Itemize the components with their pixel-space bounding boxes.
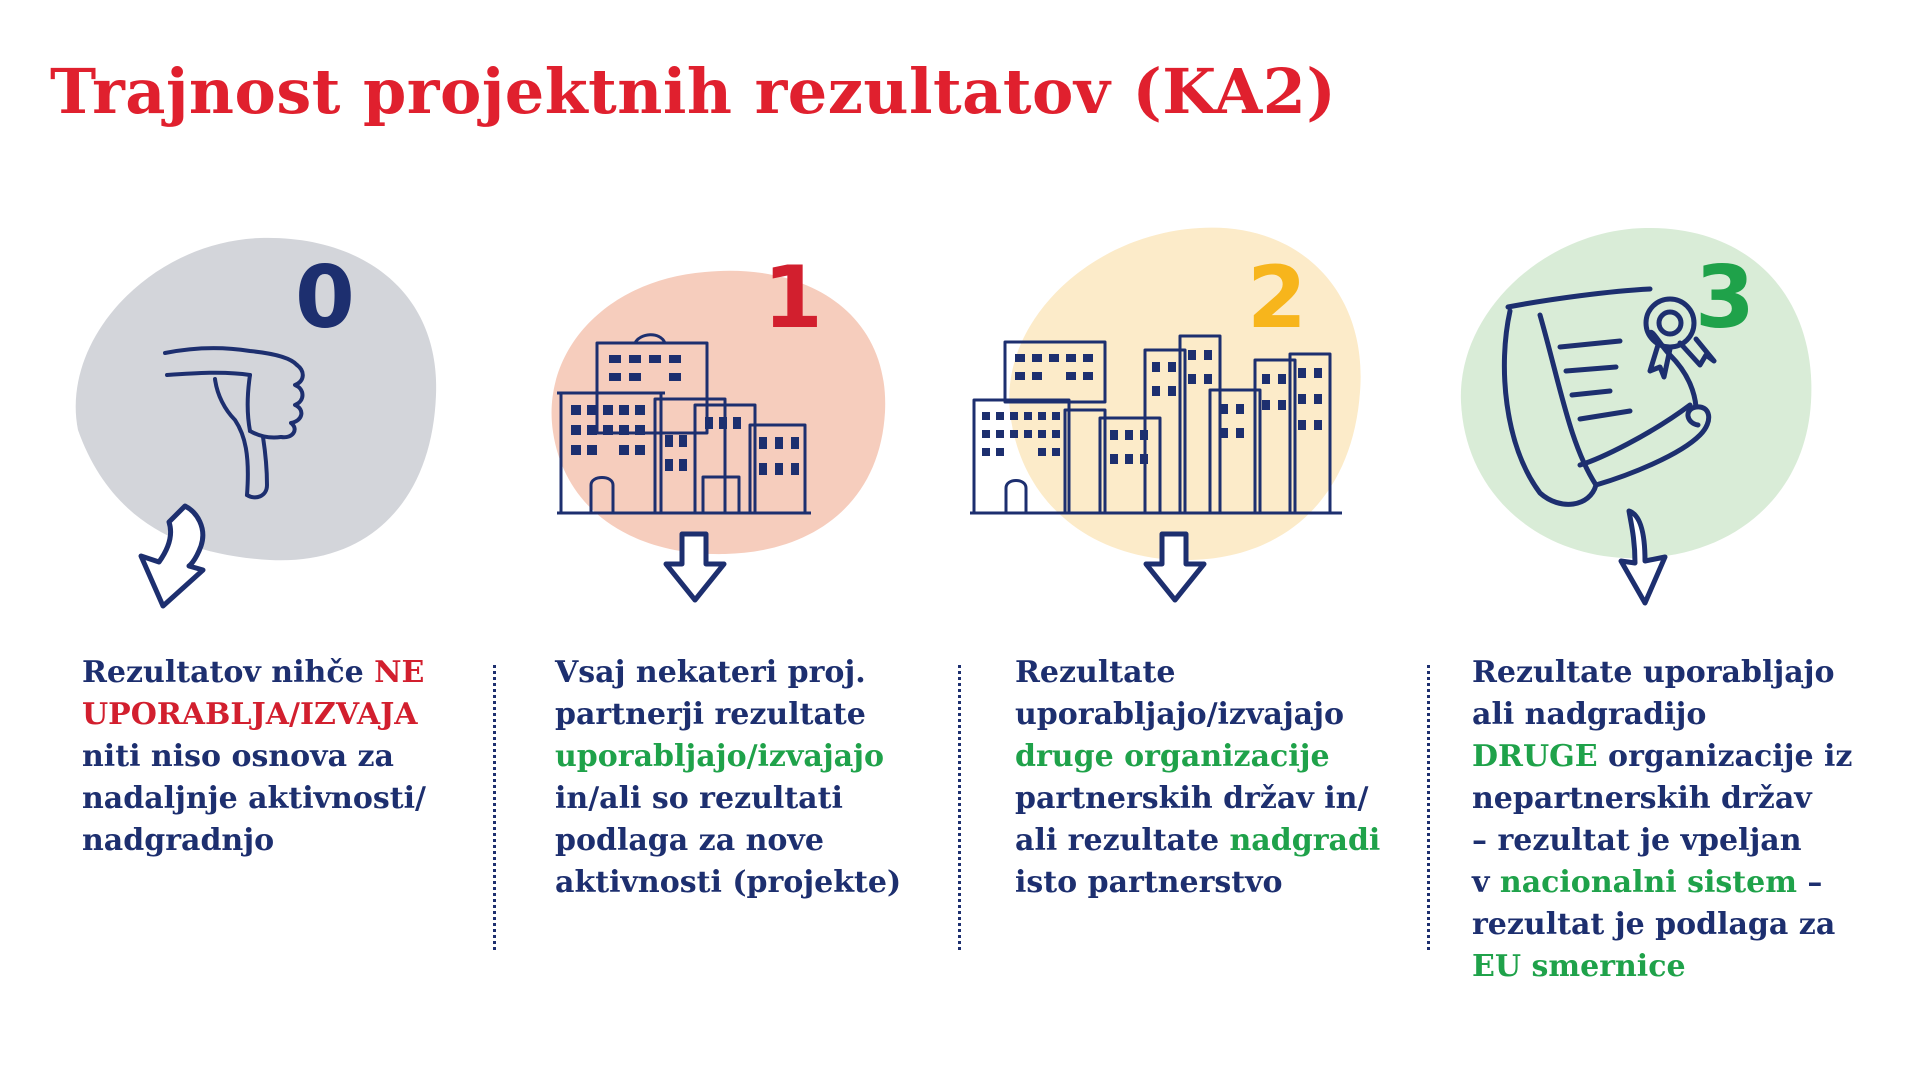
highlight-druge-organizacije: druge organizacije bbox=[1015, 739, 1330, 774]
buildings-icon bbox=[557, 333, 811, 515]
text-segment: nadaljnje aktivnosti/ bbox=[82, 781, 426, 816]
text-segment: Vsaj nekateri proj. bbox=[555, 655, 866, 690]
level-description: Rezultate uporabljajo/izvajajo druge org… bbox=[1015, 652, 1415, 904]
level-2-column: 2 bbox=[945, 0, 1385, 1080]
text-segment: in/ali so rezultati bbox=[555, 781, 843, 816]
text-segment: uporabljajo/izvajajo bbox=[1015, 697, 1344, 732]
city-icon bbox=[970, 334, 1342, 515]
text-segment: ali rezultate bbox=[1015, 823, 1230, 858]
column-separator bbox=[958, 665, 961, 950]
text-segment: ali nadgradijo bbox=[1472, 697, 1707, 732]
level-description: Rezultate uporabljajo ali nadgradijo DRU… bbox=[1472, 652, 1892, 988]
thumbs-down-icon bbox=[163, 346, 305, 500]
blob-gray bbox=[75, 237, 437, 561]
arrow-down-icon bbox=[138, 503, 206, 609]
highlight-uporablja: UPORABLJA/IZVAJA bbox=[82, 697, 418, 732]
text-segment: Rezultatov nihče bbox=[82, 655, 375, 690]
text-segment: – bbox=[1796, 865, 1823, 900]
text-segment: partnerskih držav in/ bbox=[1015, 781, 1369, 816]
text-segment: nadgradnjo bbox=[82, 823, 275, 858]
highlight-eu-smernice: EU smernice bbox=[1472, 949, 1686, 984]
level-number: 2 bbox=[1247, 248, 1307, 348]
level-number: 3 bbox=[1695, 248, 1755, 348]
level-number: 1 bbox=[763, 248, 823, 348]
page-title: Trajnost projektnih rezultatov (KA2) bbox=[50, 55, 1337, 128]
text-segment: v bbox=[1472, 865, 1500, 900]
column-separator bbox=[493, 665, 496, 950]
level-number: 0 bbox=[295, 248, 355, 348]
text-segment: niti niso osnova za bbox=[82, 739, 394, 774]
text-segment: partnerji rezultate bbox=[555, 697, 866, 732]
text-segment: organizacije iz bbox=[1597, 739, 1853, 774]
highlight-ne: NE bbox=[374, 655, 425, 690]
text-segment: – rezultat je vpeljan bbox=[1472, 823, 1802, 858]
blob-green bbox=[1460, 227, 1812, 559]
level-3-column: 3 Rezultate uporabljajo ali nadgradijo D… bbox=[1410, 0, 1852, 1080]
text-segment: isto partnerstvo bbox=[1015, 865, 1283, 900]
level-description: Vsaj nekateri proj. partnerji rezultate … bbox=[555, 652, 955, 904]
text-segment: Rezultate bbox=[1015, 655, 1176, 690]
level-1-column: 1 Vsaj nekateri bbox=[480, 0, 920, 1080]
text-segment: Rezultate uporabljajo bbox=[1472, 655, 1835, 690]
text-segment: rezultat je podlaga za bbox=[1472, 907, 1836, 942]
arrow-down-icon bbox=[1618, 508, 1668, 606]
highlight-nadgradi: nadgradi bbox=[1229, 823, 1381, 858]
text-segment: podlaga za nove bbox=[555, 823, 824, 858]
certificate-scroll-icon bbox=[1501, 286, 1717, 507]
column-separator bbox=[1427, 665, 1430, 950]
highlight-druge: DRUGE bbox=[1472, 739, 1598, 774]
text-segment: aktivnosti (projekte) bbox=[555, 865, 902, 900]
arrow-down-icon bbox=[1143, 531, 1207, 603]
text-segment: nepartnerskih držav bbox=[1472, 781, 1812, 816]
level-description: Rezultatov nihče NE UPORABLJA/IZVAJA nit… bbox=[82, 652, 482, 862]
highlight-nacionalni-sistem: nacionalni sistem bbox=[1499, 865, 1797, 900]
level-0-column: 0 Rezultatov nihče NE UPORABLJA/IZVAJA n… bbox=[0, 0, 440, 1080]
highlight-uporabljajo: uporabljajo/izvajajo bbox=[555, 739, 884, 774]
arrow-down-icon bbox=[663, 531, 727, 603]
